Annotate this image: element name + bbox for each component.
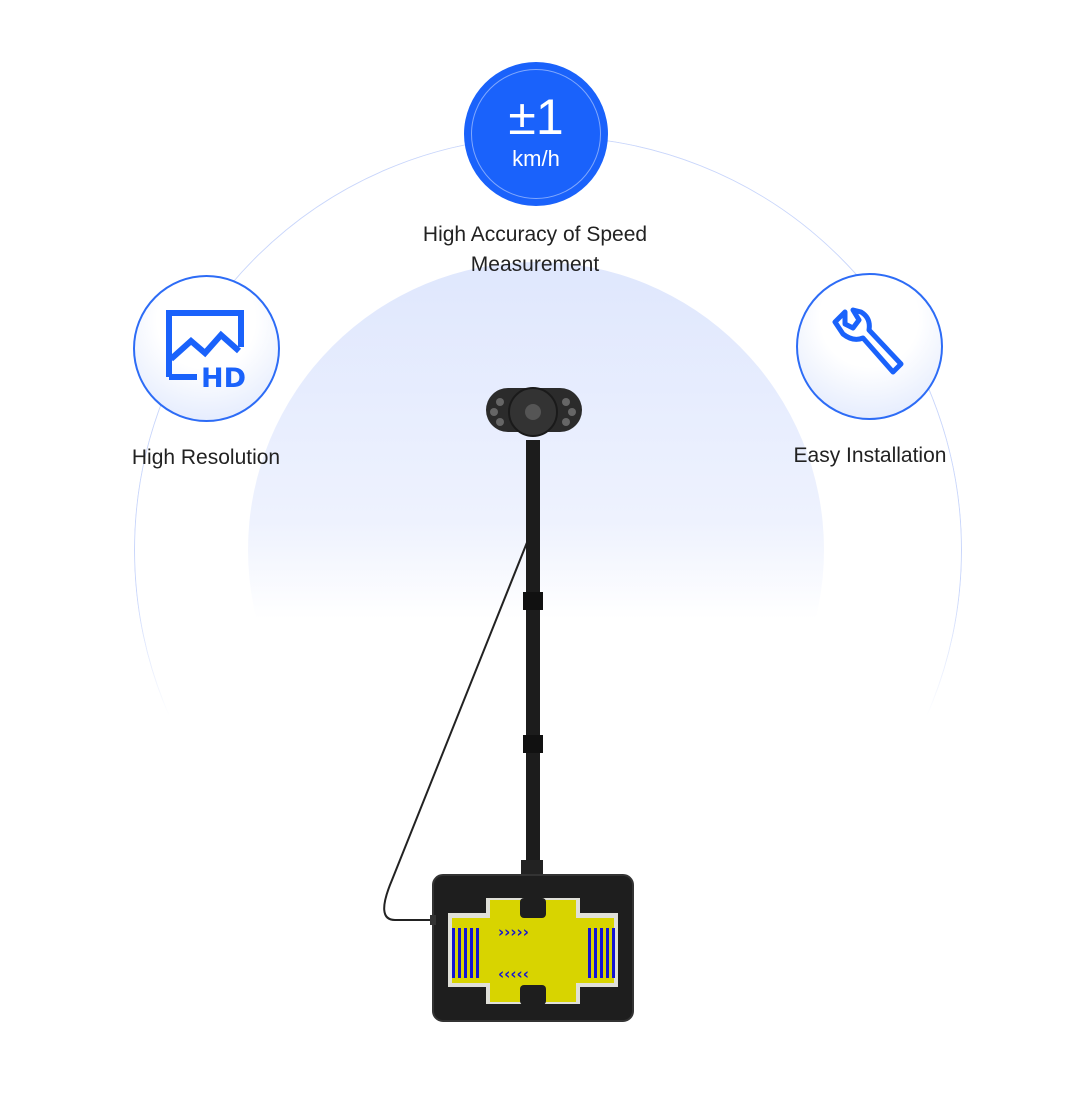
installation-badge bbox=[796, 273, 943, 420]
feature-label-installation: Easy Installation bbox=[793, 444, 947, 467]
pole bbox=[526, 440, 540, 880]
feature-label-accuracy: High Accuracy of Speed Measurement bbox=[370, 220, 700, 280]
svg-text:›››››: ››››› bbox=[498, 923, 529, 941]
svg-text:HD: HD bbox=[201, 363, 246, 391]
feature-label-resolution: High Resolution bbox=[131, 446, 281, 469]
hd-image-icon: HD bbox=[165, 309, 246, 391]
label-line: High Accuracy of Speed bbox=[422, 223, 648, 246]
svg-text:‹‹‹‹‹: ‹‹‹‹‹ bbox=[498, 965, 529, 983]
hd-badge: HD bbox=[133, 275, 280, 422]
accuracy-value: ±1 bbox=[508, 89, 564, 145]
cable bbox=[383, 454, 538, 921]
speed-accuracy-badge: ±1 km/h bbox=[464, 62, 608, 206]
accuracy-unit: km/h bbox=[512, 146, 560, 171]
base-case: ››››› ‹‹‹‹‹ bbox=[430, 874, 634, 1022]
wrench-icon bbox=[832, 307, 903, 374]
speed-sensor-device: ››››› ‹‹‹‹‹ bbox=[383, 387, 634, 1022]
label-line: Measurement bbox=[470, 253, 600, 276]
camera-head bbox=[486, 387, 582, 437]
